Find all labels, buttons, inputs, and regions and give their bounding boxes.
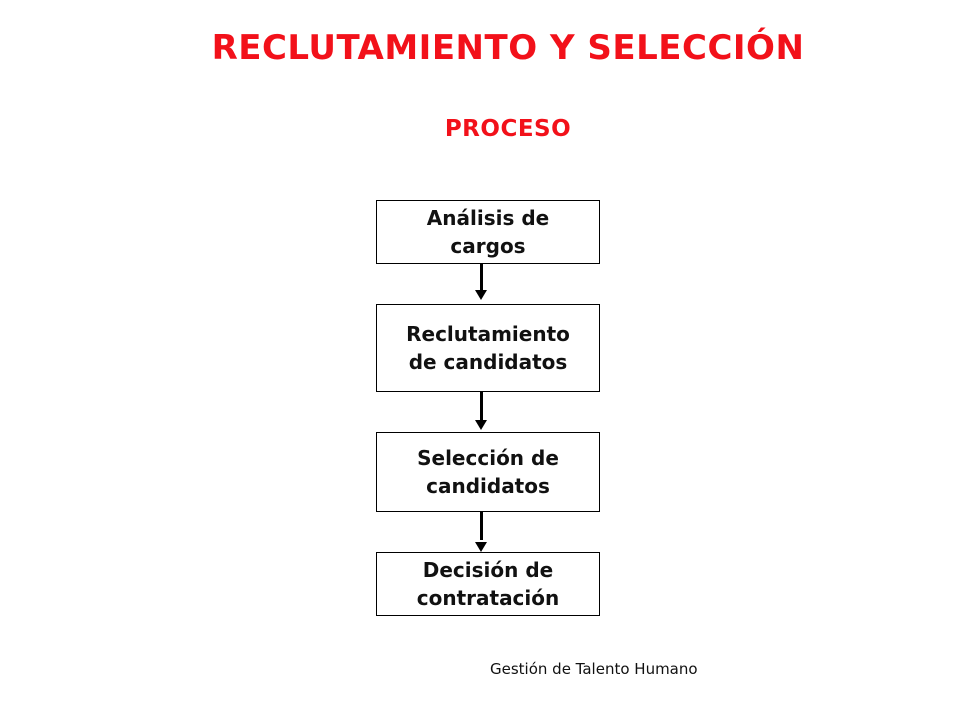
flow-step-label: Análisis de cargos: [426, 206, 550, 258]
flow-step-label: Selección de candidatos: [417, 446, 559, 498]
flow-step-analisis-de-cargos: Análisis de cargos: [376, 200, 600, 264]
flow-step-label: Decisión de contratación: [416, 558, 560, 610]
flow-step-label: Reclutamiento de candidatos: [406, 322, 570, 374]
slide-title: RECLUTAMIENTO Y SELECCIÓN: [211, 28, 805, 68]
flow-step-seleccion: Selección de candidatos: [376, 432, 600, 512]
flow-step-decision: Decisión de contratación: [376, 552, 600, 616]
arrow-head-icon: [475, 420, 487, 430]
slide-footer: Gestión de Talento Humano: [490, 660, 698, 678]
arrow-shaft: [479, 392, 483, 420]
arrow-head-icon: [475, 542, 487, 552]
slide-subtitle: PROCESO: [444, 116, 572, 142]
arrow-shaft: [479, 264, 483, 292]
arrow-shaft: [479, 512, 483, 540]
arrow-head-icon: [475, 290, 487, 300]
flow-step-reclutamiento: Reclutamiento de candidatos: [376, 304, 600, 392]
